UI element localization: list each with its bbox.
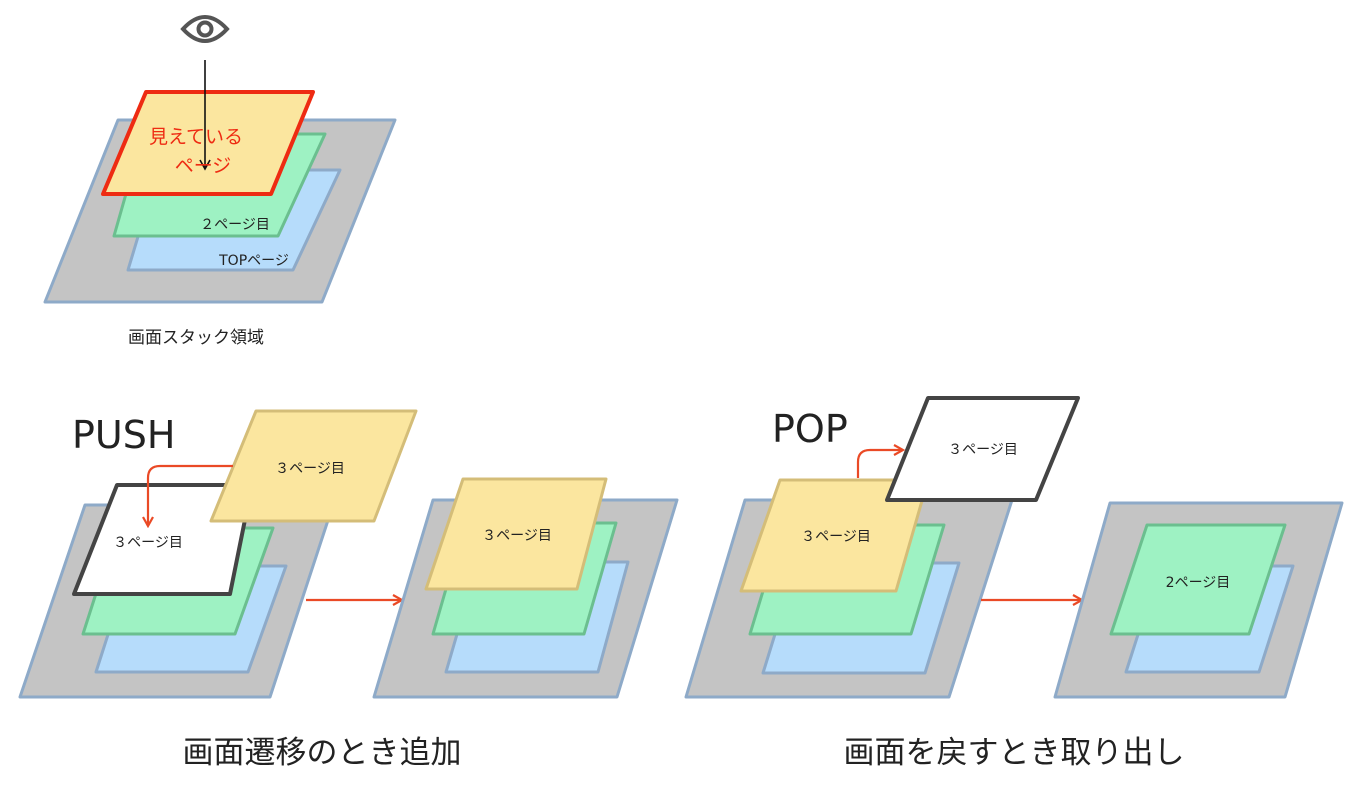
- push-placeholder-label: ３ページ目: [113, 535, 183, 551]
- pop-after-top-label: 2ページ目: [1166, 575, 1231, 591]
- stack-area-caption: 画面スタック領域: [128, 328, 264, 348]
- pop-removed-label: ３ページ目: [948, 442, 1018, 458]
- pop-current-top-page: [739, 478, 930, 593]
- pop-caption: 画面を戻すとき取り出し: [844, 735, 1185, 771]
- push-after-top-label: ３ページ目: [482, 528, 552, 544]
- visible-page-layer: [101, 90, 315, 196]
- visible-page-label-line2: ページ: [175, 155, 232, 177]
- pop-remove-arrow: [856, 450, 903, 478]
- push-diagram: PUSH ３ページ目 ３ページ目 ３ページ目 画面遷移のとき追加: [18, 409, 679, 771]
- pop-removed-page: [885, 396, 1080, 502]
- top-stack-diagram: 見えている ページ ２ページ目 TOPページ 画面スタック領域: [43, 15, 397, 348]
- push-incoming-label: ３ページ目: [275, 461, 345, 477]
- visible-page-label-line1: 見えている: [149, 126, 243, 148]
- push-caption: 画面遷移のとき追加: [183, 735, 462, 771]
- push-title: PUSH: [72, 413, 175, 457]
- push-placeholder-page: [72, 483, 254, 596]
- push-after-top-page: [424, 477, 608, 591]
- pop-after-top-page: [1109, 523, 1287, 636]
- pop-title: POP: [772, 407, 848, 451]
- second-page-label: ２ページ目: [200, 217, 270, 233]
- eye-icon: [180, 15, 230, 43]
- push-insert-arrow: [148, 464, 233, 526]
- top-page-label: TOPページ: [218, 253, 289, 269]
- pop-diagram: POP ３ページ目 ３ページ目 2ページ目 画面を戻すとき取り出し: [684, 396, 1344, 771]
- push-incoming-page: [209, 409, 418, 523]
- pop-current-top-label: ３ページ目: [801, 529, 871, 545]
